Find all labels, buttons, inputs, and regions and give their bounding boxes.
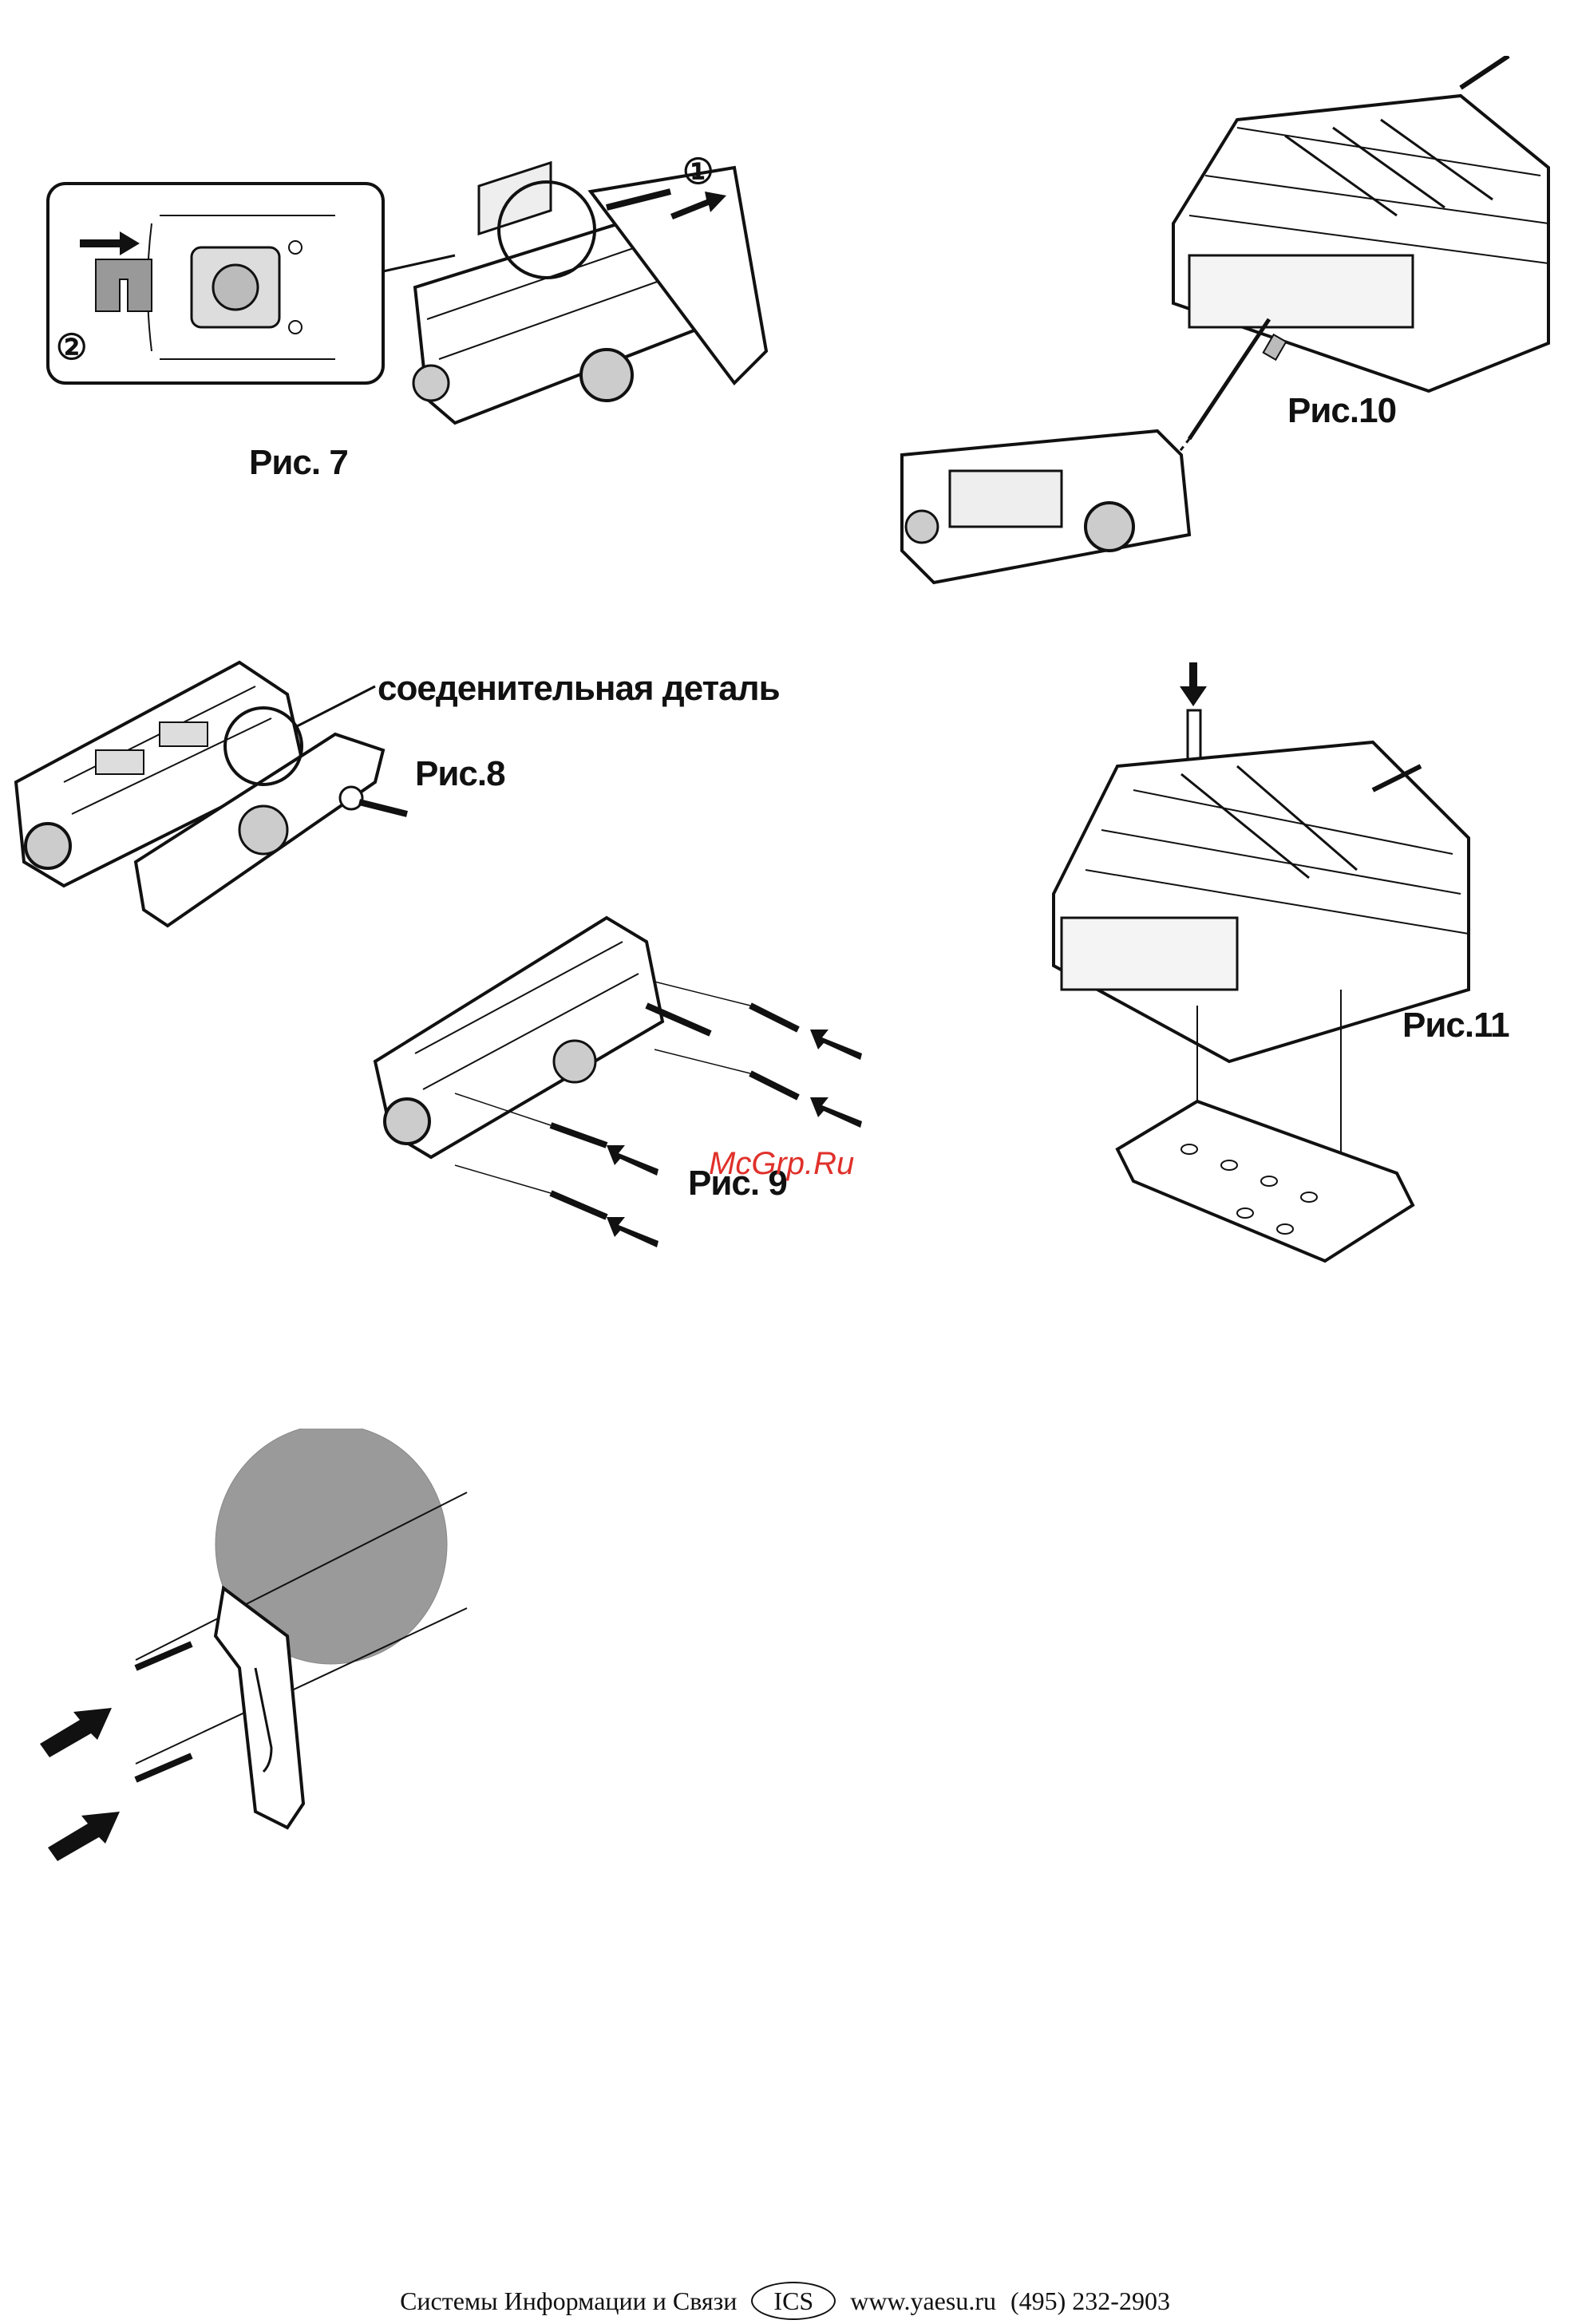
fig9-arrow-4 (607, 1217, 658, 1247)
fig7-caption: Рис. 7 (249, 443, 348, 483)
fig10-radio-body (1173, 96, 1548, 391)
wall-arrow-2 (48, 1812, 120, 1861)
footer-phone: (495) 232-2903 (1010, 2286, 1170, 2316)
footer-website[interactable]: www.yaesu.ru (850, 2286, 996, 2316)
fig11-illustration (1038, 654, 1517, 1277)
fig7-clip (96, 259, 152, 311)
fig11-arrow-1 (1180, 662, 1207, 706)
footer-company: Системы Информации и Связи (400, 2286, 737, 2316)
fig10-illustration (886, 56, 1556, 615)
wall-bracket-illustration (24, 1429, 631, 1875)
fig9-arrow-1 (810, 1030, 862, 1060)
fig9-screw-3 (551, 1125, 607, 1145)
fig8-connector-label: соеденительная деталь (378, 669, 780, 709)
fig7-step2-label: ② (56, 327, 86, 368)
fig11-caption: Рис.11 (1402, 1006, 1509, 1045)
fig7-illustration (32, 160, 782, 495)
footer-ics-logo: ICS (751, 2282, 836, 2320)
fig10-caption: Рис.10 (1287, 391, 1396, 431)
fig8-caption: Рис.8 (415, 754, 505, 794)
fig8-illustration (0, 646, 415, 942)
page-footer: Системы Информации и Связи ICS www.yaesu… (0, 2281, 1570, 2321)
fig9-screw-4 (551, 1193, 607, 1217)
fig9-illustration (367, 902, 878, 1277)
fig11-mount-bracket (1117, 1101, 1413, 1261)
fig9-arrow-3 (607, 1145, 658, 1176)
fig7-arrow-small (80, 231, 140, 255)
fig7-step1-label: ① (682, 152, 713, 192)
fig9-screw-2 (750, 1073, 798, 1097)
fig10-cable (1189, 319, 1269, 439)
fig9-arrow-2 (810, 1097, 862, 1128)
watermark: McGrp.Ru (709, 1146, 854, 1182)
wall-arrow-1 (40, 1708, 112, 1757)
fig9-screw-1 (750, 1006, 798, 1030)
